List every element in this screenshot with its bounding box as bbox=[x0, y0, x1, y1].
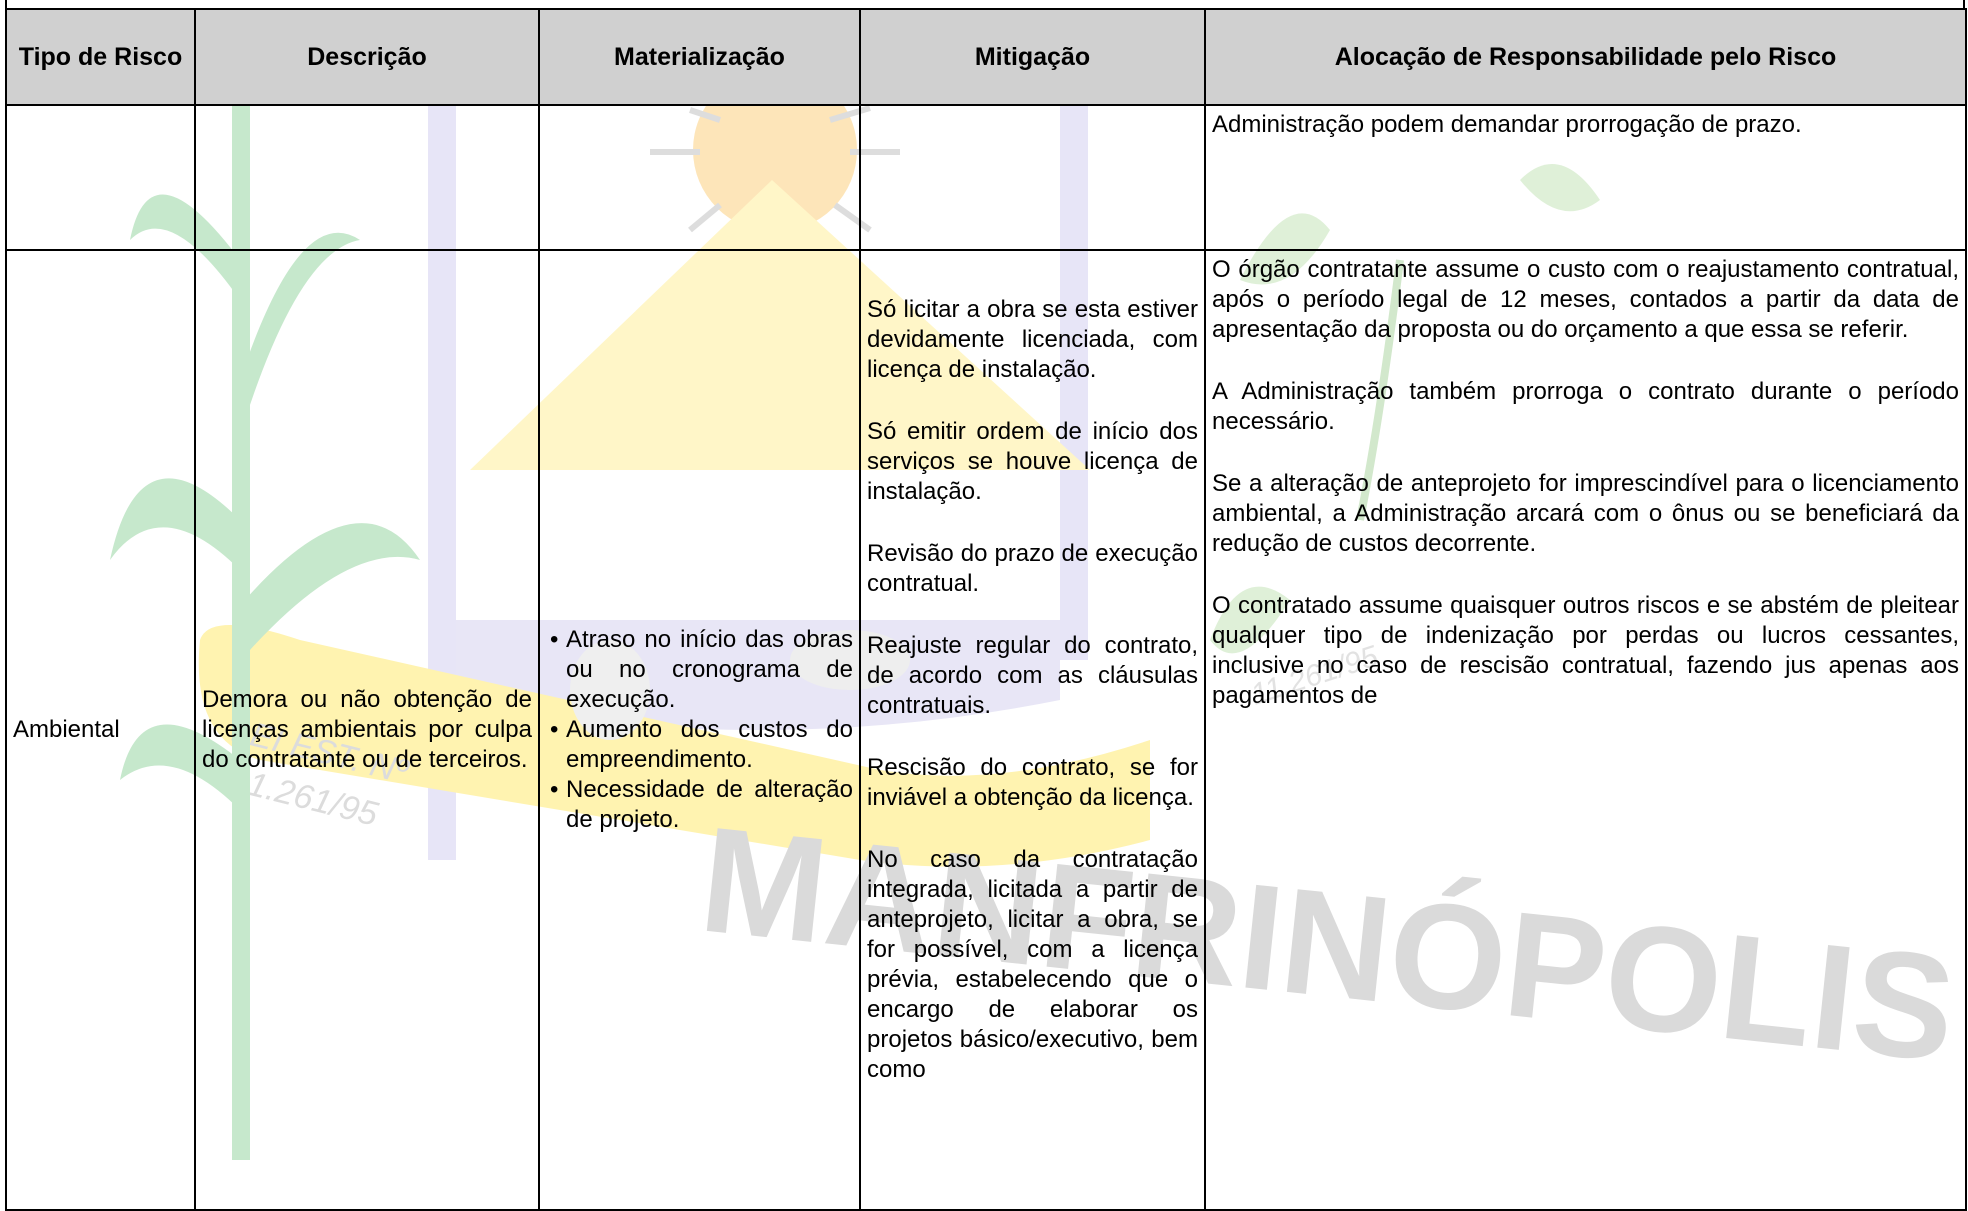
mitigacao-paragraph: Só licitar a obra se esta estiver devida… bbox=[867, 296, 1198, 383]
ambiental-alocacao-cell: O órgão contratante assume o custo com o… bbox=[1204, 249, 1967, 1211]
alocacao-paragraph: Se a alteração de anteprojeto for impres… bbox=[1212, 470, 1959, 557]
header-descricao: Descrição bbox=[194, 8, 540, 106]
alocacao-paragraph: A Administração também prorroga o contra… bbox=[1212, 378, 1959, 435]
previous-table-edge bbox=[5, 0, 1965, 8]
continuation-row: Administração podem demandar prorrogação… bbox=[5, 104, 1967, 251]
mitigacao-block: Só licitar a obra se esta estiver devida… bbox=[861, 251, 1204, 1089]
header-row: Tipo de Risco Descrição Materialização M… bbox=[5, 8, 1967, 106]
ambiental-mitigacao-cell: Só licitar a obra se esta estiver devida… bbox=[859, 249, 1206, 1211]
header-materializacao: Materialização bbox=[538, 8, 861, 106]
continuation-alocacao-cell: Administração podem demandar prorrogação… bbox=[1204, 104, 1967, 251]
alocacao-paragraph: O contratado assume quaisquer outros ris… bbox=[1212, 592, 1959, 709]
ambiental-row: Ambiental Demora ou não obtenção de lice… bbox=[5, 249, 1967, 1211]
ambiental-tipo-cell: Ambiental bbox=[5, 249, 196, 1211]
header-alocacao: Alocação de Responsabilidade pelo Risco bbox=[1204, 8, 1967, 106]
mitigacao-paragraph: Reajuste regular do contrato, de acordo … bbox=[867, 632, 1198, 719]
continuation-materializacao-cell bbox=[538, 104, 861, 251]
ambiental-descricao-text: Demora ou não obtenção de licenças ambie… bbox=[202, 686, 532, 773]
materializacao-item: Aumento dos custos do empreendimento. bbox=[540, 715, 853, 775]
ambiental-tipo-text: Ambiental bbox=[13, 716, 120, 743]
alocacao-block: O órgão contratante assume o custo com o… bbox=[1206, 251, 1965, 715]
mitigacao-paragraph: Revisão do prazo de execução contratual. bbox=[867, 540, 1198, 597]
risk-matrix-table: Tipo de Risco Descrição Materialização M… bbox=[5, 8, 1967, 1211]
materializacao-item: Necessidade de alteração de projeto. bbox=[540, 775, 853, 835]
continuation-tipo-cell bbox=[5, 104, 196, 251]
materializacao-list: Atraso no início das obras ou no cronogr… bbox=[540, 625, 859, 835]
alocacao-paragraph: O órgão contratante assume o custo com o… bbox=[1212, 256, 1959, 343]
mitigacao-paragraph: No caso da contratação integrada, licita… bbox=[867, 846, 1198, 1083]
mitigacao-paragraph: Só emitir ordem de início dos serviços s… bbox=[867, 418, 1198, 505]
header-tipo-de-risco: Tipo de Risco bbox=[5, 8, 196, 106]
materializacao-item: Atraso no início das obras ou no cronogr… bbox=[540, 625, 853, 715]
continuation-descricao-cell bbox=[194, 104, 540, 251]
header-mitigacao: Mitigação bbox=[859, 8, 1206, 106]
ambiental-descricao-cell: Demora ou não obtenção de licenças ambie… bbox=[194, 249, 540, 1211]
mitigacao-paragraph: Rescisão do contrato, se for inviável a … bbox=[867, 754, 1198, 811]
continuation-mitigacao-cell bbox=[859, 104, 1206, 251]
ambiental-materializacao-cell: Atraso no início das obras ou no cronogr… bbox=[538, 249, 861, 1211]
continuation-alocacao-text: Administração podem demandar prorrogação… bbox=[1212, 111, 1802, 138]
